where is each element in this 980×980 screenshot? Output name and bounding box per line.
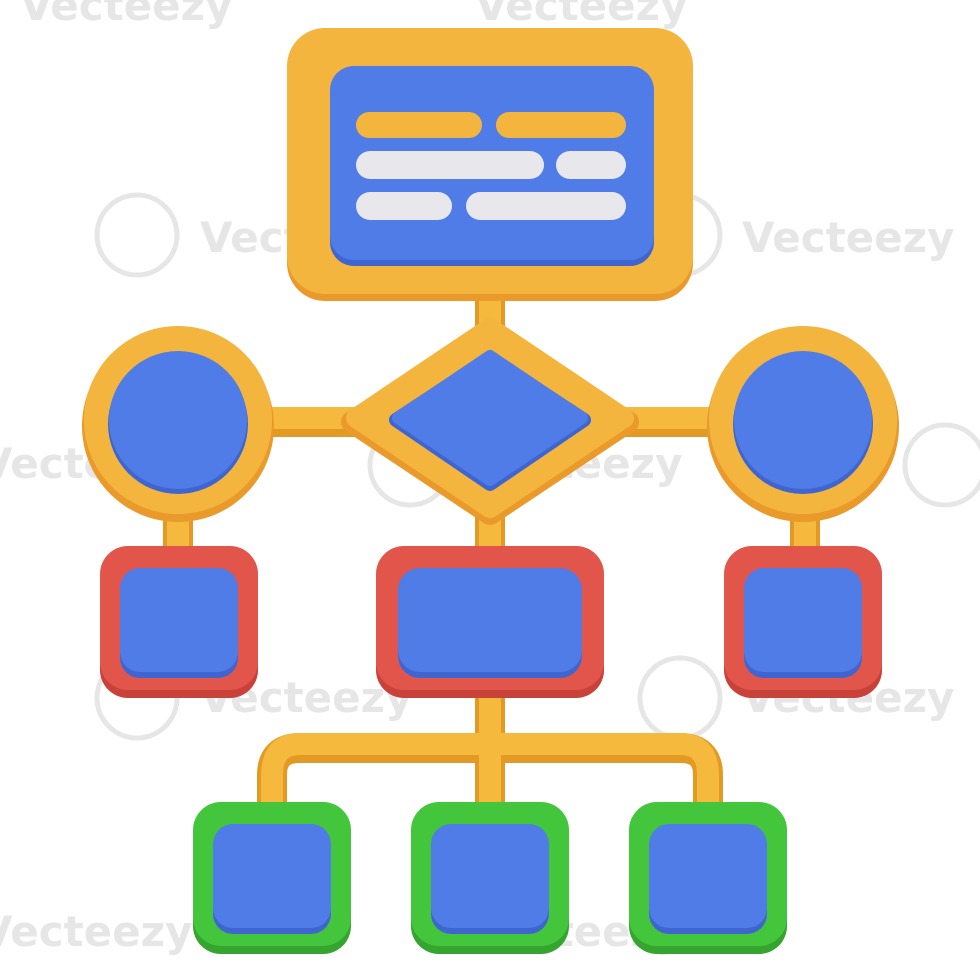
text-line-gray [356, 192, 452, 220]
center-red-box-node [376, 546, 604, 698]
vecteezy-logo-icon [94, 192, 180, 278]
text-line-gray [356, 151, 544, 179]
watermark-text: Vecteezy [20, 0, 232, 30]
green-box-3-node [629, 802, 787, 954]
green-box-2-node [411, 802, 569, 954]
vecteezy-logo-icon [902, 422, 980, 508]
right-red-box-node [724, 546, 882, 698]
green-box-1-node [193, 802, 351, 954]
text-line-yellow [356, 112, 482, 138]
text-line-gray [556, 151, 626, 179]
header-card [287, 28, 693, 301]
decision-diamond-node [341, 318, 639, 525]
watermark-text: Vecteezy [742, 213, 954, 262]
text-line-gray [466, 192, 626, 220]
left-circle-node [82, 326, 274, 522]
left-red-box-node [100, 546, 258, 698]
watermark-text: Vecteezy [475, 0, 687, 30]
vecteezy-logo-icon [637, 655, 723, 741]
text-line-yellow [496, 112, 626, 138]
watermark-text: Vecteezy [0, 907, 192, 956]
right-circle-node [707, 326, 899, 522]
